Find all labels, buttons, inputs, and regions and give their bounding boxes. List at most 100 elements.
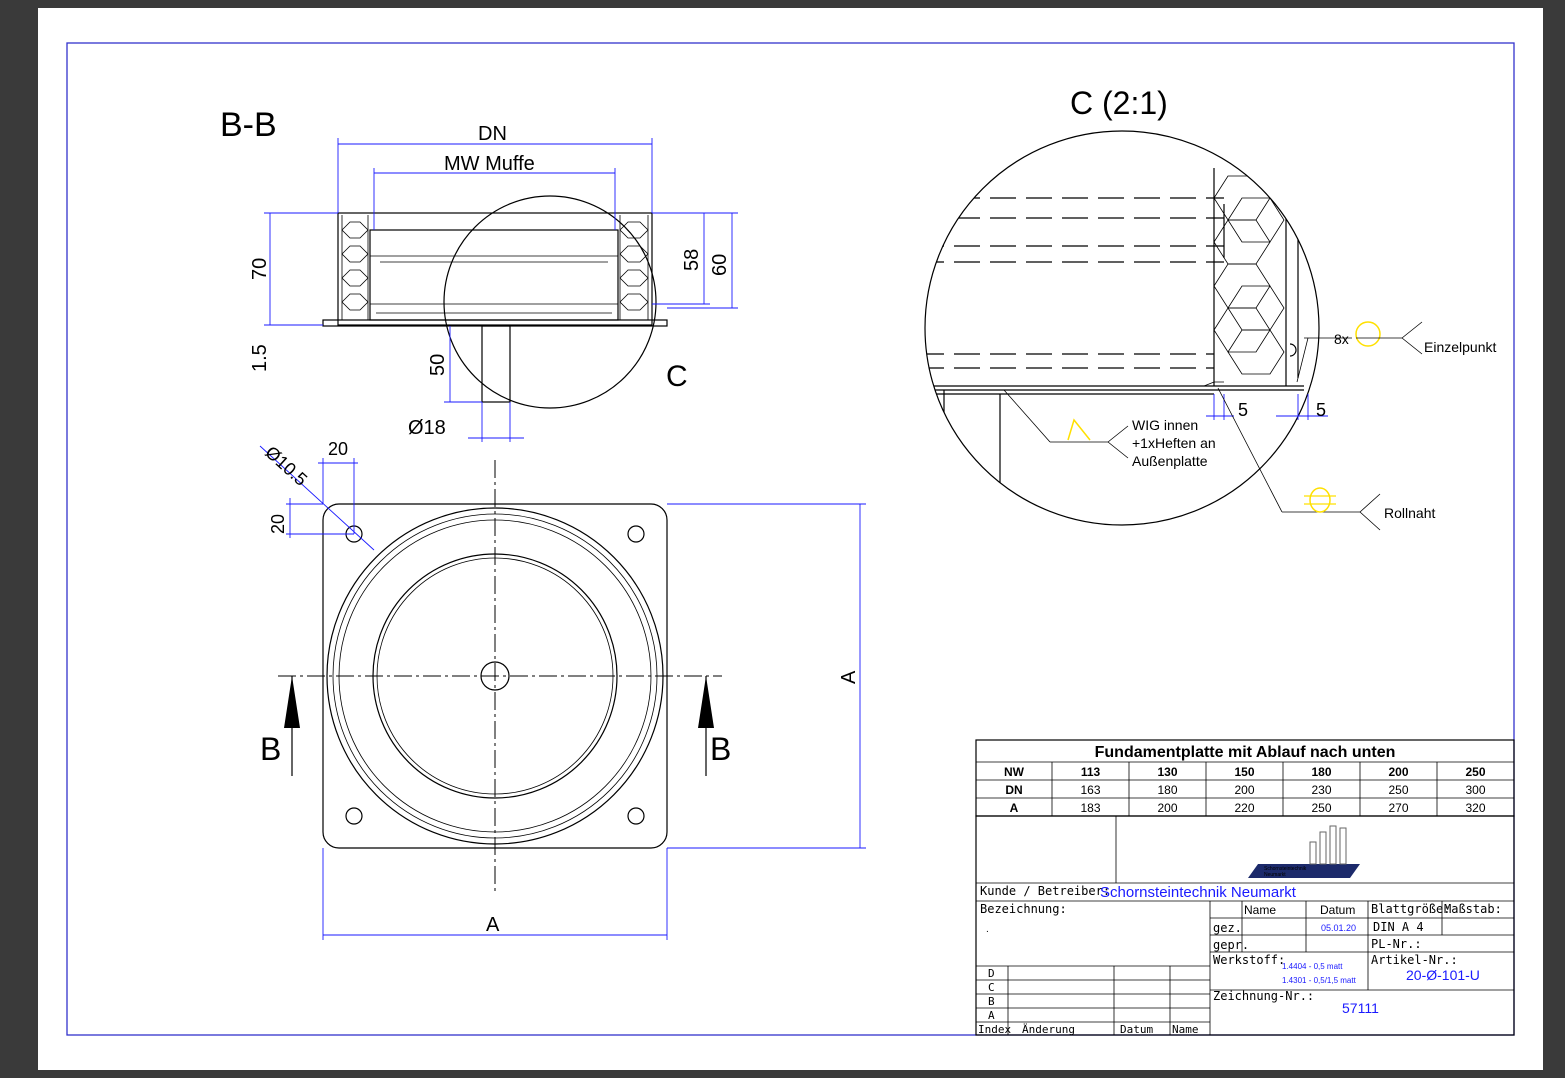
dim-dn: DN: [478, 123, 507, 145]
dim-50: 50: [427, 354, 449, 376]
table-cell: 300: [1465, 783, 1485, 797]
table-cell: 220: [1234, 801, 1254, 815]
rev-name-label: Name: [1172, 1023, 1199, 1036]
seam-weld-symbol: [1309, 487, 1331, 513]
table-cell: 320: [1465, 801, 1485, 815]
bezeichnung-label: Bezeichnung:: [980, 902, 1067, 916]
revision-letter: B: [988, 995, 995, 1008]
technical-drawing: B-B C: [66, 42, 1515, 1036]
revision-letter: A: [988, 1009, 995, 1022]
table-title: Fundamentplatte mit Ablauf nach unten: [1095, 744, 1396, 761]
pl-label: PL-Nr.:: [1371, 937, 1422, 951]
spot-weld-symbol: [1355, 321, 1381, 347]
table-cell: 250: [1311, 801, 1331, 815]
detail-c-circle: [443, 195, 657, 409]
detail-view-c: C (2:1): [924, 85, 1496, 531]
dim-20-left: 20: [268, 514, 288, 534]
dim-a-vertical: A: [838, 670, 860, 684]
svg-text:Neumarkt: Neumarkt: [1264, 872, 1286, 878]
drawing-sheet: B-B C: [38, 8, 1543, 1070]
top-view: B B A A 20 20 Ø10.5: [259, 439, 866, 940]
dim-a-horizontal: A: [486, 914, 500, 936]
table-cell: 180: [1157, 783, 1177, 797]
dim-70: 70: [249, 258, 271, 280]
table-cell: 150: [1234, 765, 1254, 779]
top-view-dimensions: A A 20 20 Ø10.5: [259, 439, 866, 940]
werkstoff-1: 1.4404 - 0,5 matt: [1282, 962, 1343, 971]
werkstoff-label: Werkstoff:: [1213, 953, 1285, 967]
label-rollnaht: Rollnaht: [1384, 505, 1435, 521]
name-label: Name: [1244, 903, 1276, 917]
table-cell: 270: [1388, 801, 1408, 815]
gepr-label: gepr.: [1213, 938, 1249, 952]
table-cell: 183: [1080, 801, 1100, 815]
table-row-header: A: [1010, 801, 1019, 815]
artikel-value: 20-Ø-101-U: [1406, 967, 1480, 983]
detail-insulation-hexes: [1213, 175, 1285, 375]
blattgroesse-value: DIN A 4: [1373, 920, 1424, 934]
label-einzelpunkt: Einzelpunkt: [1424, 339, 1496, 355]
svg-text:B: B: [710, 731, 731, 767]
gez-label: gez.: [1213, 921, 1242, 935]
table-row-header: NW: [1004, 765, 1025, 779]
dim-d18: Ø18: [408, 417, 446, 439]
table-cell: 250: [1388, 783, 1408, 797]
count-8x: 8x: [1334, 331, 1349, 347]
section-outer-body: [337, 212, 653, 326]
revision-letter: D: [988, 967, 995, 980]
dim-60: 60: [709, 254, 731, 276]
section-dimensions: DN MW Muffe 70 1.5 58 60 50 Ø18: [249, 123, 738, 442]
kunde-value: Schornsteintechnik Neumarkt: [1100, 884, 1297, 901]
section-view-bb: B-B C: [220, 106, 738, 442]
werkstoff-2: 1.4301 - 0,5/1,5 matt: [1282, 976, 1357, 985]
table-row-header: DN: [1005, 783, 1022, 797]
dim-58: 58: [681, 249, 703, 271]
detail-annotations: 8x Einzelpunkt 5 5 WIG innen +1xHeften a…: [1003, 321, 1496, 531]
table-cell: 200: [1388, 765, 1408, 779]
dim-1-5: 1.5: [249, 344, 271, 372]
title-block: Schornsteintechnik Neumarkt Kunde / Betr…: [975, 815, 1515, 1036]
detail-c-marker: C: [666, 360, 688, 393]
aenderung-label: Änderung: [1022, 1023, 1075, 1036]
dim-5-left: 5: [1238, 400, 1248, 420]
detail-title: C (2:1): [1070, 85, 1168, 121]
section-title: B-B: [220, 106, 277, 144]
bolt-hole: [627, 807, 645, 825]
bolt-hole: [345, 807, 363, 825]
table-cell: 130: [1157, 765, 1177, 779]
table-cell: 113: [1081, 765, 1101, 779]
revision-letter: C: [988, 981, 995, 994]
bolt-hole: [627, 525, 645, 543]
table-cell: 230: [1311, 783, 1331, 797]
svg-text:Schornsteintechnik: Schornsteintechnik: [1264, 866, 1307, 872]
dim-5-right: 5: [1316, 400, 1326, 420]
detail-circle: [924, 130, 1320, 526]
table-cell: 200: [1157, 801, 1177, 815]
zeichnung-label: Zeichnung-Nr.:: [1213, 989, 1314, 1003]
drain-pipe: [481, 325, 511, 403]
wig-line-3: Außenplatte: [1132, 453, 1208, 469]
wig-line-2: +1xHeften an: [1132, 435, 1216, 451]
zeichnung-value: 57111: [1342, 1000, 1379, 1016]
wig-line-1: WIG innen: [1132, 417, 1198, 433]
datum-label: Datum: [1320, 903, 1355, 917]
section-arrow-left: B: [260, 676, 300, 776]
drawing-frame: [66, 42, 1515, 1036]
artikel-label: Artikel-Nr.:: [1371, 953, 1458, 967]
bezeichnung-value: .: [986, 924, 989, 935]
section-insulation-right: [619, 215, 649, 320]
index-label: Index: [978, 1023, 1011, 1036]
gez-date: 05.01.20: [1321, 923, 1356, 933]
dim-mw-muffe: MW Muffe: [444, 153, 535, 175]
table-cell: 180: [1311, 765, 1331, 779]
massstab-label: Maßstab:: [1444, 902, 1502, 916]
table-cell: 250: [1465, 765, 1485, 779]
dim-20-top: 20: [328, 439, 348, 459]
section-insulation-left: [341, 215, 369, 320]
blattgroesse-label: Blattgröße:: [1371, 902, 1450, 916]
section-arrow-right: B: [698, 676, 731, 776]
table-cell: 163: [1080, 783, 1100, 797]
fillet-weld-symbol: [1067, 418, 1091, 441]
table-cell: 200: [1234, 783, 1254, 797]
kunde-label: Kunde / Betreiber:: [980, 884, 1110, 898]
